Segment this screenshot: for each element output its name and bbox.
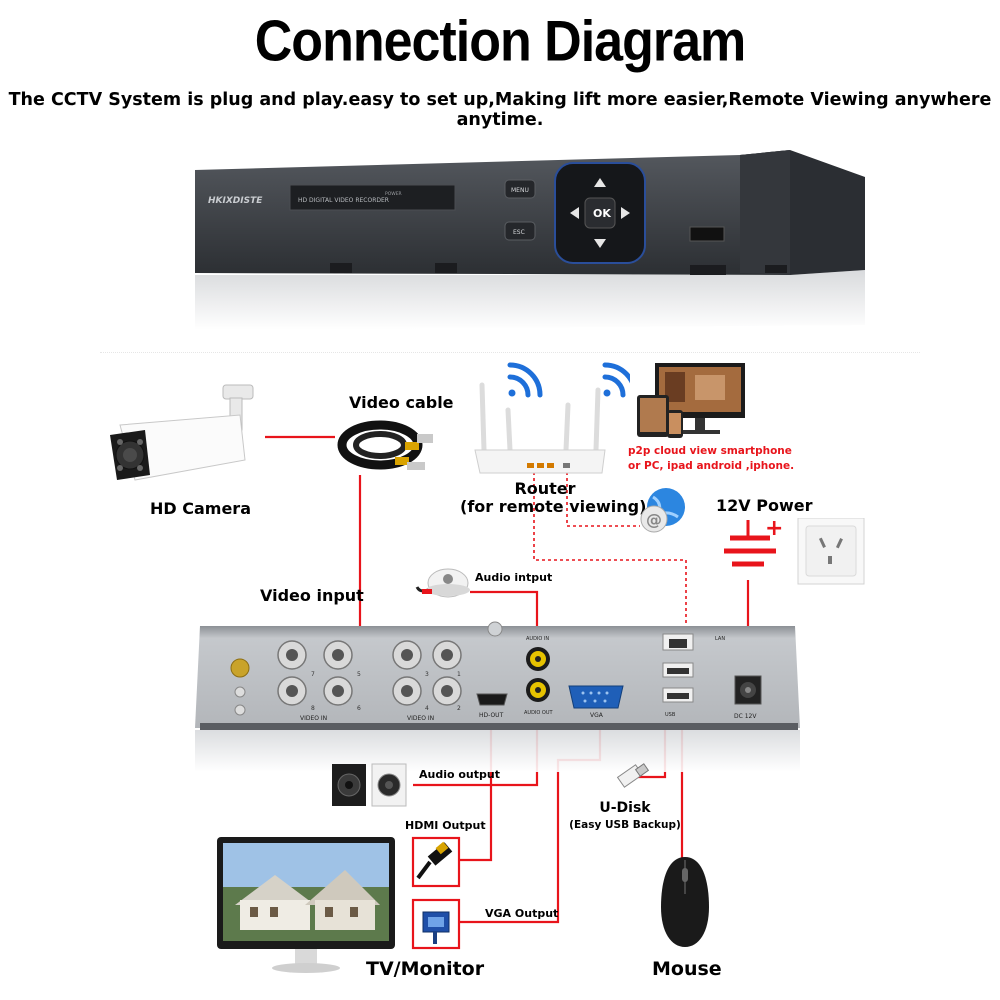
router-lan-line <box>533 472 687 637</box>
menu-button[interactable] <box>504 179 536 199</box>
12v-power-label: 12V Power <box>716 496 813 515</box>
router-label: Router (for remote viewing) <box>460 479 647 516</box>
audio-in-port-label: AUDIO IN <box>526 636 549 642</box>
video-in-label-b: VIDEO IN <box>407 715 434 722</box>
video-cable-icon <box>337 420 433 470</box>
mouse-icon <box>661 857 709 947</box>
audio-input-label: Audio intput <box>475 571 553 584</box>
audio-input-mic-icon <box>415 568 470 598</box>
bnc-num-1: 1 <box>457 671 461 678</box>
bnc-num-5: 5 <box>357 671 361 678</box>
usb-disk-icon <box>616 763 650 788</box>
router-icon <box>474 362 630 474</box>
audio-out-port-label: AUDIO OUT <box>524 710 554 716</box>
hdmi-cable-icon <box>416 841 453 880</box>
u-disk-label-title: U-Disk <box>599 800 651 816</box>
lan-port-label: LAN <box>715 636 725 642</box>
page-title: Connection Diagram <box>254 10 747 74</box>
dvr-front-unit: HKIXDISTE HD DIGITAL VIDEO RECORDER POWE… <box>195 150 865 330</box>
router-label-sub: (for remote viewing) <box>460 497 647 516</box>
vga-icon-box <box>411 898 461 950</box>
u-disk-label-sub: (Easy USB Backup) <box>569 819 681 831</box>
audio-output-label: Audio output <box>419 768 500 781</box>
up-arrow-icon <box>594 178 606 187</box>
bnc-num-7: 7 <box>311 671 315 678</box>
hd-out-port-label: HD-OUT <box>479 712 504 719</box>
ok-button-label: OK <box>593 207 611 220</box>
video-in-label-a: VIDEO IN <box>300 715 327 722</box>
vga-port <box>568 685 624 709</box>
bnc-num-3: 3 <box>425 671 429 678</box>
audio-input-line <box>470 590 539 637</box>
p2p-label-line2: or PC, ipad android ,iphone. <box>628 460 795 472</box>
dvr-rear-panel: 7 5 3 1 8 6 4 2 VIDEO IN VIDEO IN AUDIO … <box>195 621 800 772</box>
hd-camera-icon <box>110 384 254 481</box>
ok-button[interactable] <box>584 197 616 229</box>
right-arrow-icon <box>621 207 630 219</box>
dvr-power-text: POWER <box>385 191 402 197</box>
tv-monitor-label: TV/Monitor <box>366 958 485 980</box>
vga-cable-icon <box>422 911 450 944</box>
u-disk-label: U-Disk (Easy USB Backup) <box>560 800 690 834</box>
usb-port-label: USB <box>665 712 676 718</box>
hdmi-icon-box <box>411 836 461 888</box>
vga-output-label: VGA Output <box>485 907 559 920</box>
page-subtitle: The CCTV System is plug and play.easy to… <box>8 90 992 130</box>
bnc-connectors: 7 5 3 1 8 6 4 2 VIDEO IN VIDEO IN <box>277 640 462 722</box>
separator-line <box>100 352 920 353</box>
video-input-label: Video input <box>260 586 364 605</box>
dvr-display <box>289 184 456 211</box>
video-cable-label: Video cable <box>349 393 454 412</box>
dc-port-label: DC 12V <box>734 713 757 720</box>
bnc-num-2: 2 <box>457 705 461 712</box>
globe-icon: @ <box>640 488 685 533</box>
vga-port-label: VGA <box>590 712 604 719</box>
router-label-title: Router <box>514 479 576 498</box>
svg-text:@: @ <box>646 510 662 529</box>
dvr-reflection <box>195 270 865 330</box>
down-arrow-icon <box>594 239 606 248</box>
speakers-icon <box>332 763 407 807</box>
router-cloud-line <box>566 472 640 527</box>
mouse-label: Mouse <box>652 958 722 980</box>
front-usb-slot <box>689 226 725 242</box>
hdmi-port <box>476 693 508 706</box>
menu-button-label: MENU <box>511 187 529 194</box>
bnc-num-8: 8 <box>311 705 315 712</box>
dvr-model-text: HD DIGITAL VIDEO RECORDER <box>298 197 389 204</box>
dvr-brand: HKIXDISTE <box>208 196 263 206</box>
esc-button[interactable] <box>504 221 536 241</box>
hdmi-output-label: HDMI Output <box>405 819 486 832</box>
left-arrow-icon <box>570 207 579 219</box>
bnc-num-4: 4 <box>425 705 429 712</box>
tv-monitor-icon <box>217 837 395 973</box>
wifi-icon <box>507 362 630 398</box>
p2p-label-line1: p2p cloud view smartphone <box>628 445 792 457</box>
esc-button-label: ESC <box>513 229 525 236</box>
p2p-label: p2p cloud view smartphone or PC, ipad an… <box>628 444 794 474</box>
power-icon: + <box>724 518 865 585</box>
p2p-devices-icon <box>637 363 745 438</box>
bnc-num-6: 6 <box>357 705 361 712</box>
hd-camera-label: HD Camera <box>150 499 251 518</box>
plus-icon: + <box>765 518 783 541</box>
